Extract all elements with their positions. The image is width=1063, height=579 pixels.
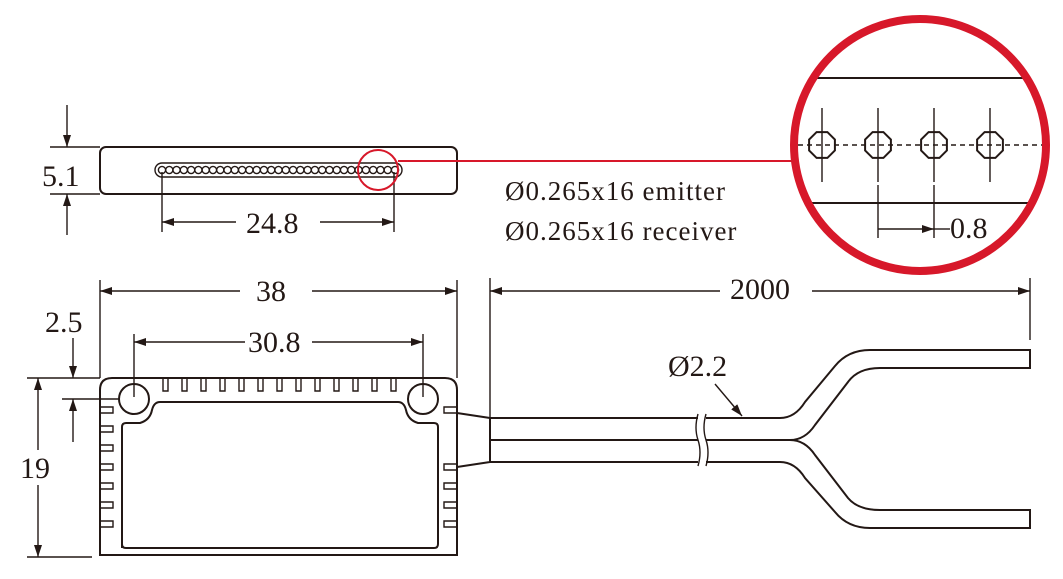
cable: 2000 Ø2.2 xyxy=(456,273,1031,529)
top-slot xyxy=(276,378,283,392)
fiber-array xyxy=(157,165,400,175)
fiber-core xyxy=(179,165,189,175)
left-slot xyxy=(100,406,114,414)
top-slot xyxy=(257,378,264,392)
fiber-core-detail xyxy=(864,131,892,159)
left-slot xyxy=(100,444,114,452)
width-dim-label: 38 xyxy=(256,275,286,308)
fiber-core xyxy=(376,165,385,175)
front-view: 38 30.8 2.5 19 xyxy=(20,275,458,558)
cable-diameter-dim-label: Ø2.2 xyxy=(668,350,727,383)
top-slot xyxy=(371,378,378,392)
fiber-core xyxy=(332,165,342,175)
right-slot xyxy=(443,501,457,509)
sensor-top-outline xyxy=(99,146,458,195)
fiber-core xyxy=(172,165,181,175)
top-slot xyxy=(162,378,169,392)
fiber-core xyxy=(317,165,327,175)
detail-highlight-circle xyxy=(357,149,399,191)
cooling-slots xyxy=(100,378,457,528)
housing-outline xyxy=(99,377,458,556)
left-slot xyxy=(100,425,114,433)
height-19-dim-label: 19 xyxy=(20,452,50,485)
pitch-dim-label: 0.8 xyxy=(950,212,988,245)
receiver-spec: Ø0.265x16 receiver xyxy=(505,216,737,246)
fiber-core xyxy=(368,165,378,175)
top-slot xyxy=(314,378,321,392)
top-slot xyxy=(352,378,359,392)
emitter-spec: Ø0.265x16 emitter xyxy=(505,176,726,206)
fiber-core xyxy=(288,165,298,175)
top-slot xyxy=(295,378,302,392)
fiber-array-outline xyxy=(154,162,403,178)
fiber-core xyxy=(230,165,240,175)
fiber-core xyxy=(194,165,203,175)
fiber-core xyxy=(274,165,283,175)
fiber-core xyxy=(201,165,210,175)
cable-gland xyxy=(456,412,491,468)
height-dim-label: 5.1 xyxy=(42,160,80,193)
top-view: 5.1 24.8 xyxy=(42,105,795,240)
top-slot xyxy=(200,378,207,392)
fiber-core xyxy=(281,165,291,175)
right-slot xyxy=(443,463,457,471)
right-slot xyxy=(443,406,457,414)
array-length-dim-label: 24.8 xyxy=(246,207,299,240)
fiber-core xyxy=(361,165,371,175)
hole-pitch-dim-label: 30.8 xyxy=(248,326,301,359)
left-slot xyxy=(100,501,114,509)
right-slot xyxy=(443,482,457,490)
fiber-core xyxy=(347,165,356,175)
fiber-core xyxy=(186,165,196,175)
left-slot xyxy=(100,463,114,471)
fiber-core-detail xyxy=(976,131,1004,159)
top-slot xyxy=(333,378,340,392)
detail-magnifier-circle xyxy=(790,15,1050,275)
cable-length-dim-label: 2000 xyxy=(730,273,790,306)
fiber-core xyxy=(164,165,174,175)
fiber-core xyxy=(223,165,232,175)
housing-inner xyxy=(121,401,439,549)
fiber-core xyxy=(252,165,261,175)
fiber-core-detail xyxy=(808,131,836,159)
top-slot xyxy=(390,378,397,392)
fiber-core-detail xyxy=(920,131,948,159)
top-slot xyxy=(181,378,188,392)
fiber-core xyxy=(237,165,247,175)
fiber-core xyxy=(383,165,393,175)
fiber-core xyxy=(303,165,312,175)
fiber-core xyxy=(266,165,276,175)
fiber-core xyxy=(296,165,305,175)
left-slot xyxy=(100,520,114,528)
top-slot xyxy=(219,378,226,392)
fiber-core xyxy=(208,165,218,175)
hole-offset-dim-label: 2.5 xyxy=(45,306,83,339)
fiber-core xyxy=(310,165,320,175)
fiber-core xyxy=(215,165,225,175)
left-slot xyxy=(100,482,114,490)
fiber-core xyxy=(325,165,334,175)
detail-view: 0.8 xyxy=(790,15,1050,275)
fiber-core xyxy=(245,165,254,175)
fiber-core xyxy=(339,165,349,175)
fiber-core xyxy=(259,165,269,175)
right-slot xyxy=(443,520,457,528)
top-slot xyxy=(238,378,245,392)
